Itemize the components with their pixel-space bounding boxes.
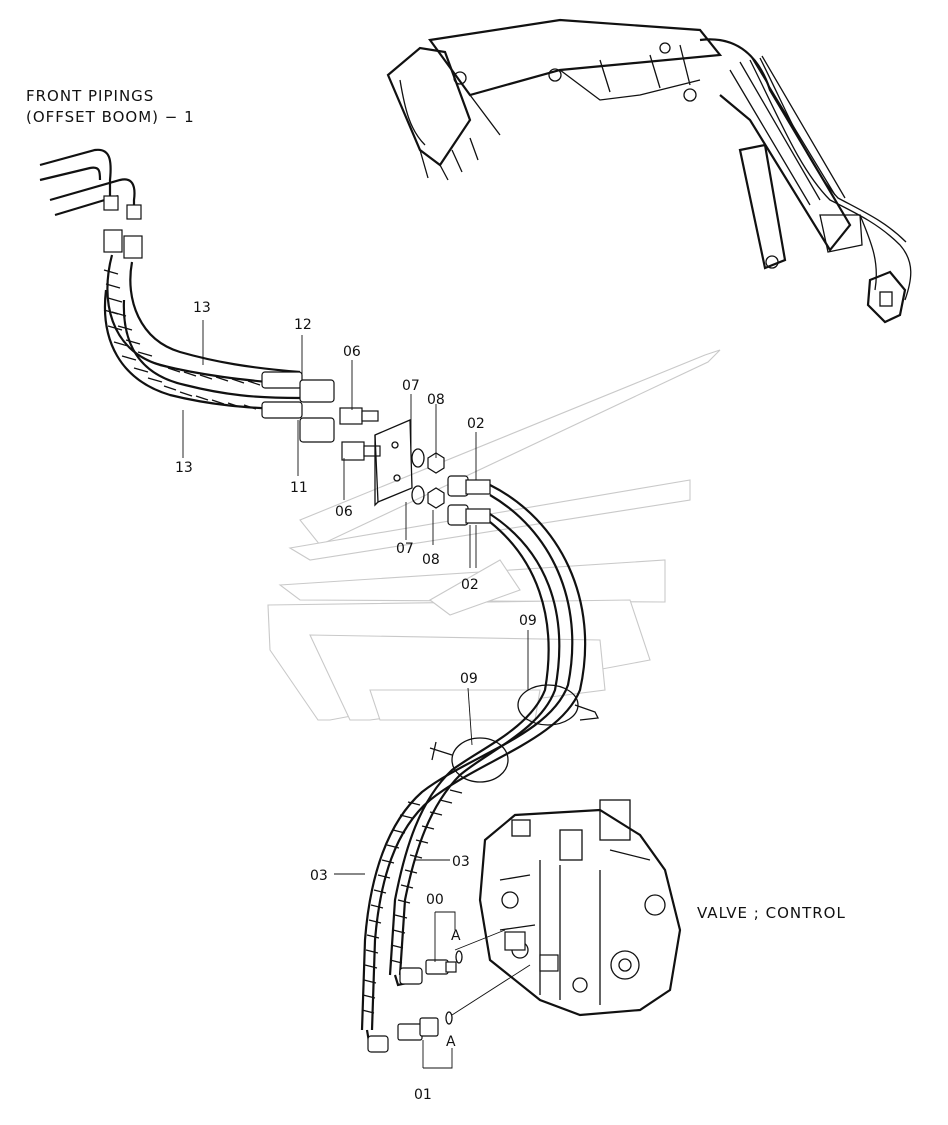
labels: FRONT PIPINGS (OFFSET BOOM) − 1 VALVE ; … <box>26 87 846 1103</box>
callout-11: 11 <box>290 480 308 496</box>
excavator-front-illustration <box>386 18 912 324</box>
hose-02-03-assembly <box>360 475 587 1053</box>
callout-01: 01 <box>414 1087 432 1103</box>
callout-09-upper: 09 <box>519 613 537 629</box>
callout-07-upper: 07 <box>402 378 420 394</box>
component-label: VALVE ; CONTROL <box>697 904 846 922</box>
callout-08-upper: 08 <box>427 392 445 408</box>
front-pipes <box>39 148 143 259</box>
callout-09-lower: 09 <box>460 671 478 687</box>
diagram-title-line1: FRONT PIPINGS <box>26 87 154 105</box>
callout-13-upper: 13 <box>193 300 211 316</box>
adapter-06 <box>339 407 381 461</box>
diagram-title-line2: (OFFSET BOOM) − 1 <box>26 108 195 126</box>
callout-02-lower: 02 <box>461 577 479 593</box>
callout-07-lower: 07 <box>396 541 414 557</box>
callout-a-upper: A <box>451 928 461 944</box>
callout-a-lower: A <box>446 1034 456 1050</box>
callout-03-right: 03 <box>452 854 470 870</box>
callout-13-lower: 13 <box>175 460 193 476</box>
callout-06-lower: 06 <box>335 504 353 520</box>
callout-12: 12 <box>294 317 312 333</box>
hose-13-pair <box>103 254 335 443</box>
callout-08-lower: 08 <box>422 552 440 568</box>
bracket-plate <box>374 419 413 507</box>
watermark-logo <box>267 349 721 721</box>
callout-00: 00 <box>426 892 444 908</box>
adapter-00-01 <box>397 950 463 1041</box>
leader-lines <box>182 320 531 1069</box>
callout-02-upper: 02 <box>467 416 485 432</box>
callout-06-upper: 06 <box>343 344 361 360</box>
washers-07-nuts-08 <box>411 448 445 509</box>
control-valve <box>478 799 682 1017</box>
callout-03-left: 03 <box>310 868 328 884</box>
clamp-09 <box>429 684 599 783</box>
